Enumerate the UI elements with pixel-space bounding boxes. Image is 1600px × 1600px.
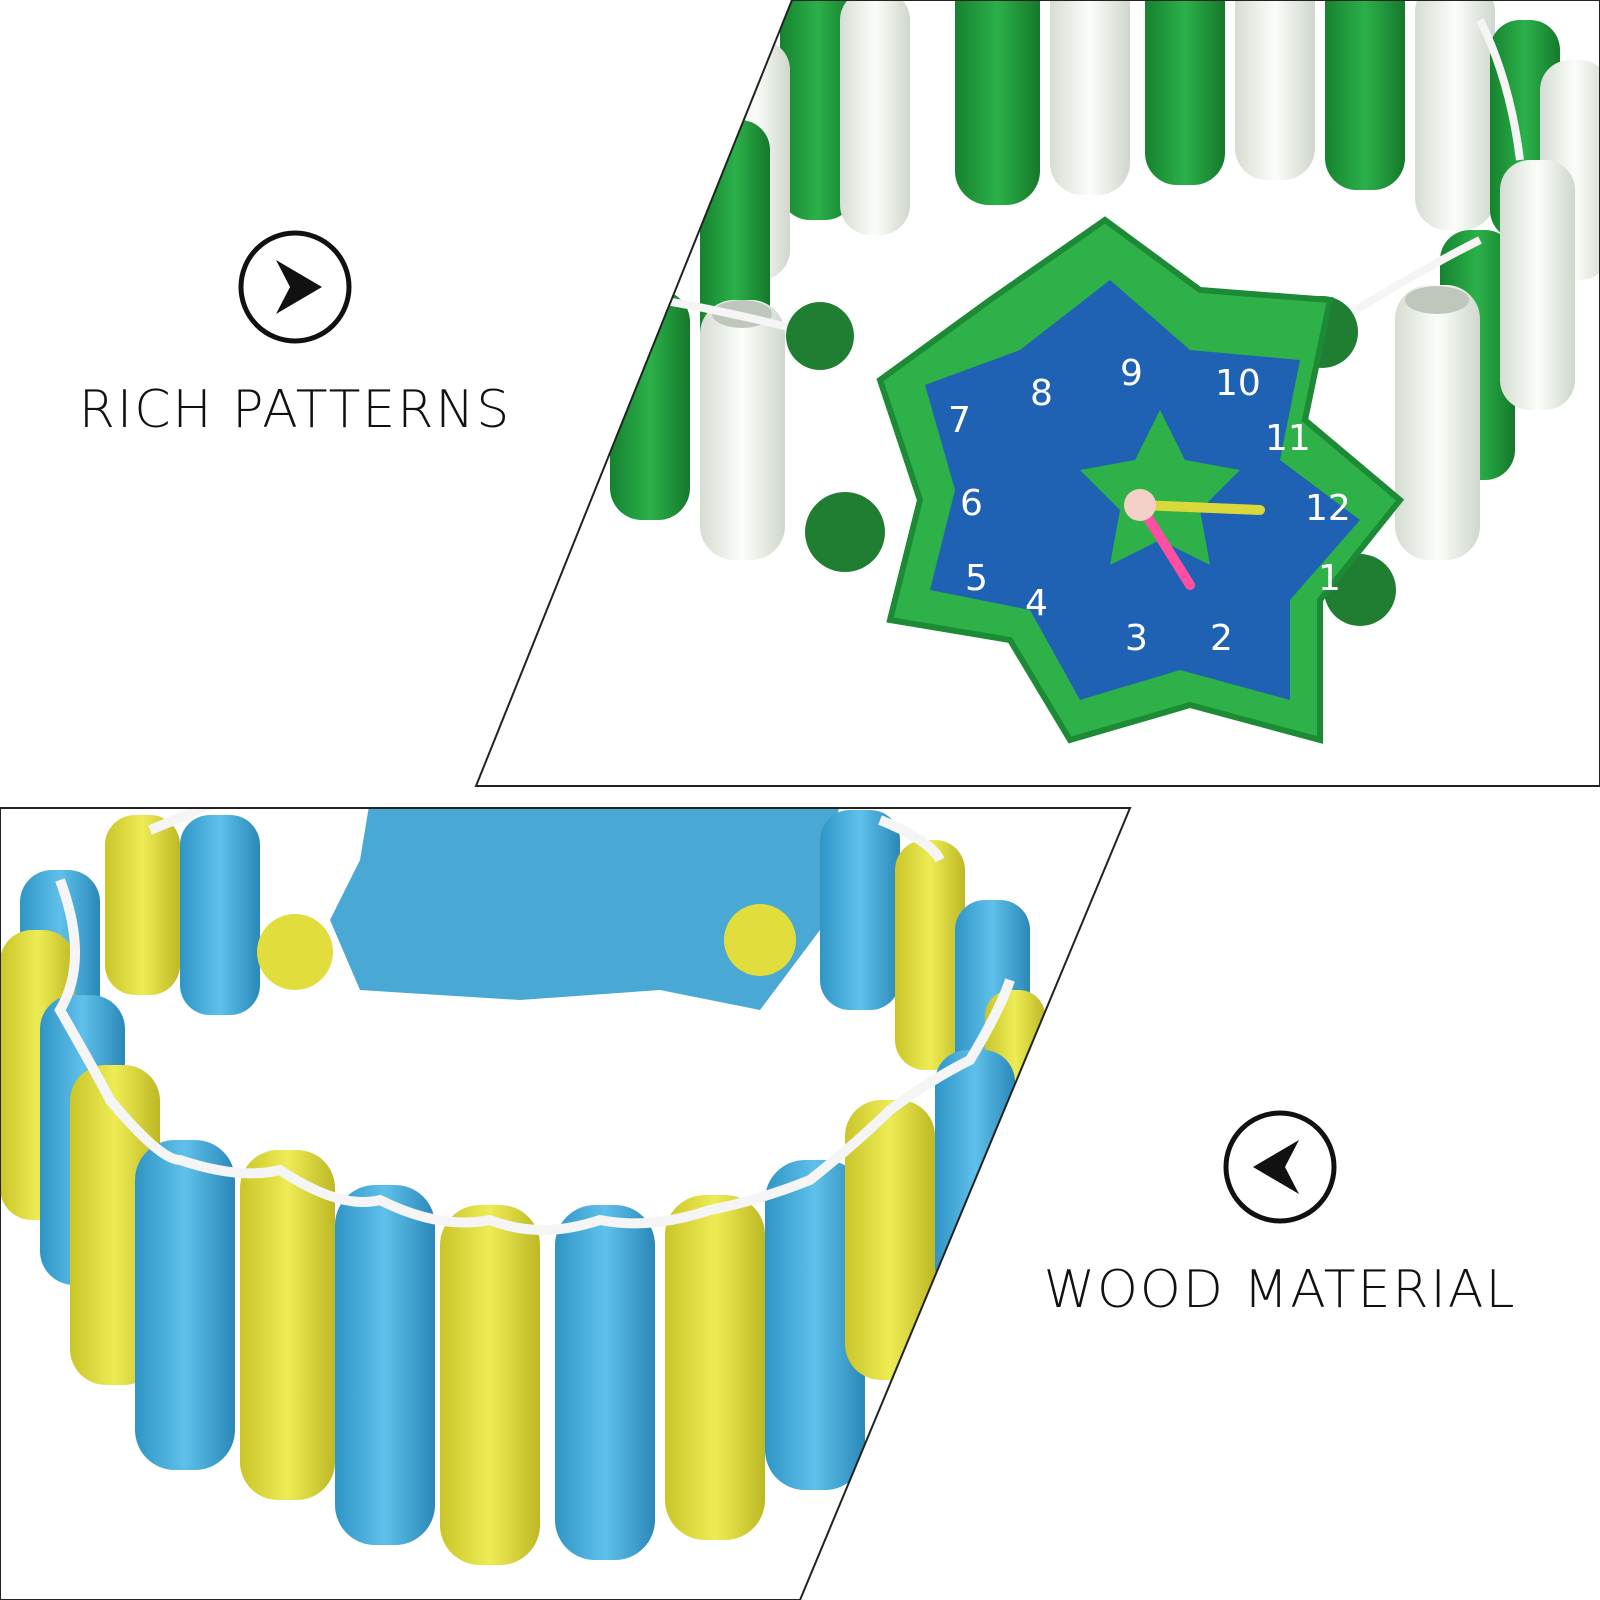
bottom-panel-frame [0,807,1132,1600]
feature-label-wood-material: WOOD MATERIAL [1043,1260,1517,1320]
star-clock: 12 1 2 3 4 5 6 7 8 9 10 11 [876,216,1405,744]
green-bracelet-photo: 12 1 2 3 4 5 6 7 8 9 10 11 [476,0,1600,786]
blue-yellow-bracelet-photo [0,808,1130,1600]
clock-number-8: 8 [1030,373,1053,414]
top-panel-frame [474,0,1600,787]
feature-label-rich-patterns: RICH PATTERNS [78,380,512,440]
clock-number-11: 11 [1265,418,1311,459]
feature-rich-patterns: RICH PATTERNS [60,230,530,440]
clock-number-10: 10 [1215,363,1261,404]
clock-number-3: 3 [1125,618,1148,659]
arrow-right-icon [238,230,352,344]
clock-number-1: 1 [1318,558,1341,599]
clock-number-6: 6 [960,483,983,524]
clock-number-5: 5 [965,558,988,599]
clock-number-2: 2 [1210,618,1233,659]
clock-number-4: 4 [1025,583,1048,624]
clock-number-9: 9 [1120,353,1143,394]
clock-numbers: 12 1 2 3 4 5 6 7 8 9 10 11 [948,353,1351,659]
clock-number-7: 7 [948,400,971,441]
feature-wood-material: WOOD MATERIAL [1020,1110,1540,1320]
clock-number-12: 12 [1305,488,1351,529]
arrow-left-icon [1223,1110,1337,1224]
